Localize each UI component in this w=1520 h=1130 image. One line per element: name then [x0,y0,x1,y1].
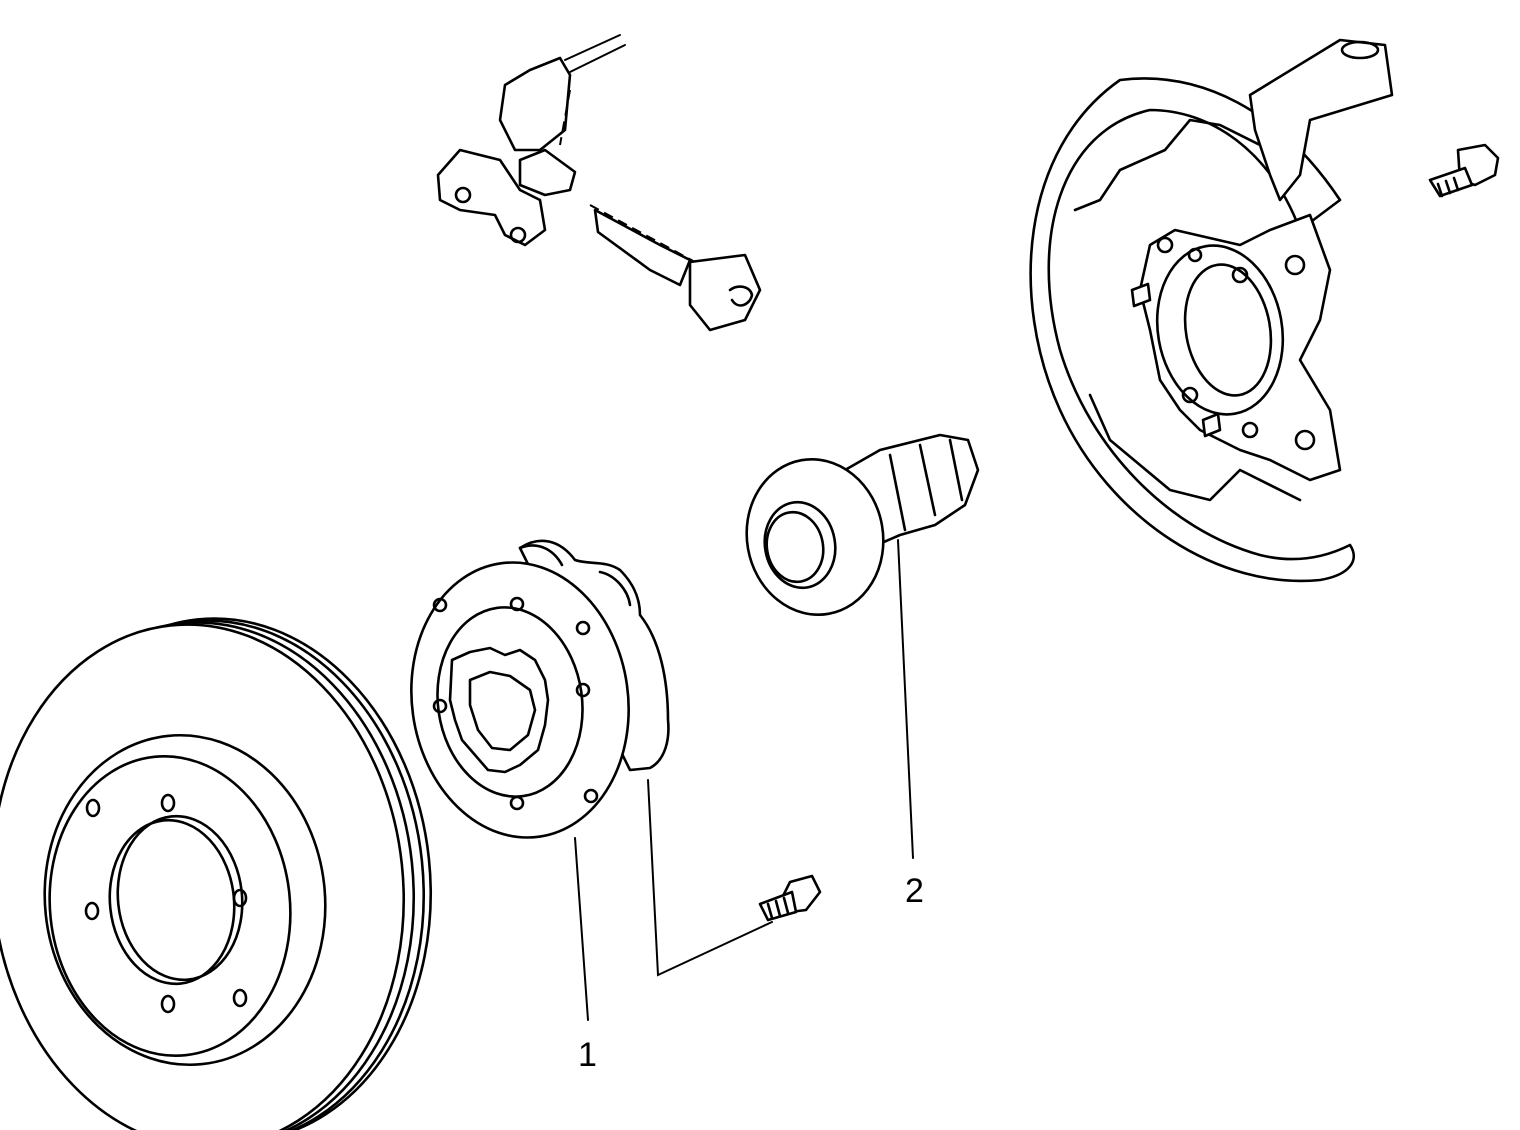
knuckle-bolt [1428,143,1500,198]
steering-knuckle [1130,38,1394,482]
hub-bearing [745,433,980,617]
wheel-stud [758,874,822,922]
callout-2-label: 2 [905,872,924,910]
wheel-hub [410,539,670,839]
callout-1-label: 1 [578,1036,597,1074]
leader-lines [574,539,914,1021]
abs-sensor [436,34,762,332]
brake-disc [0,617,433,1130]
